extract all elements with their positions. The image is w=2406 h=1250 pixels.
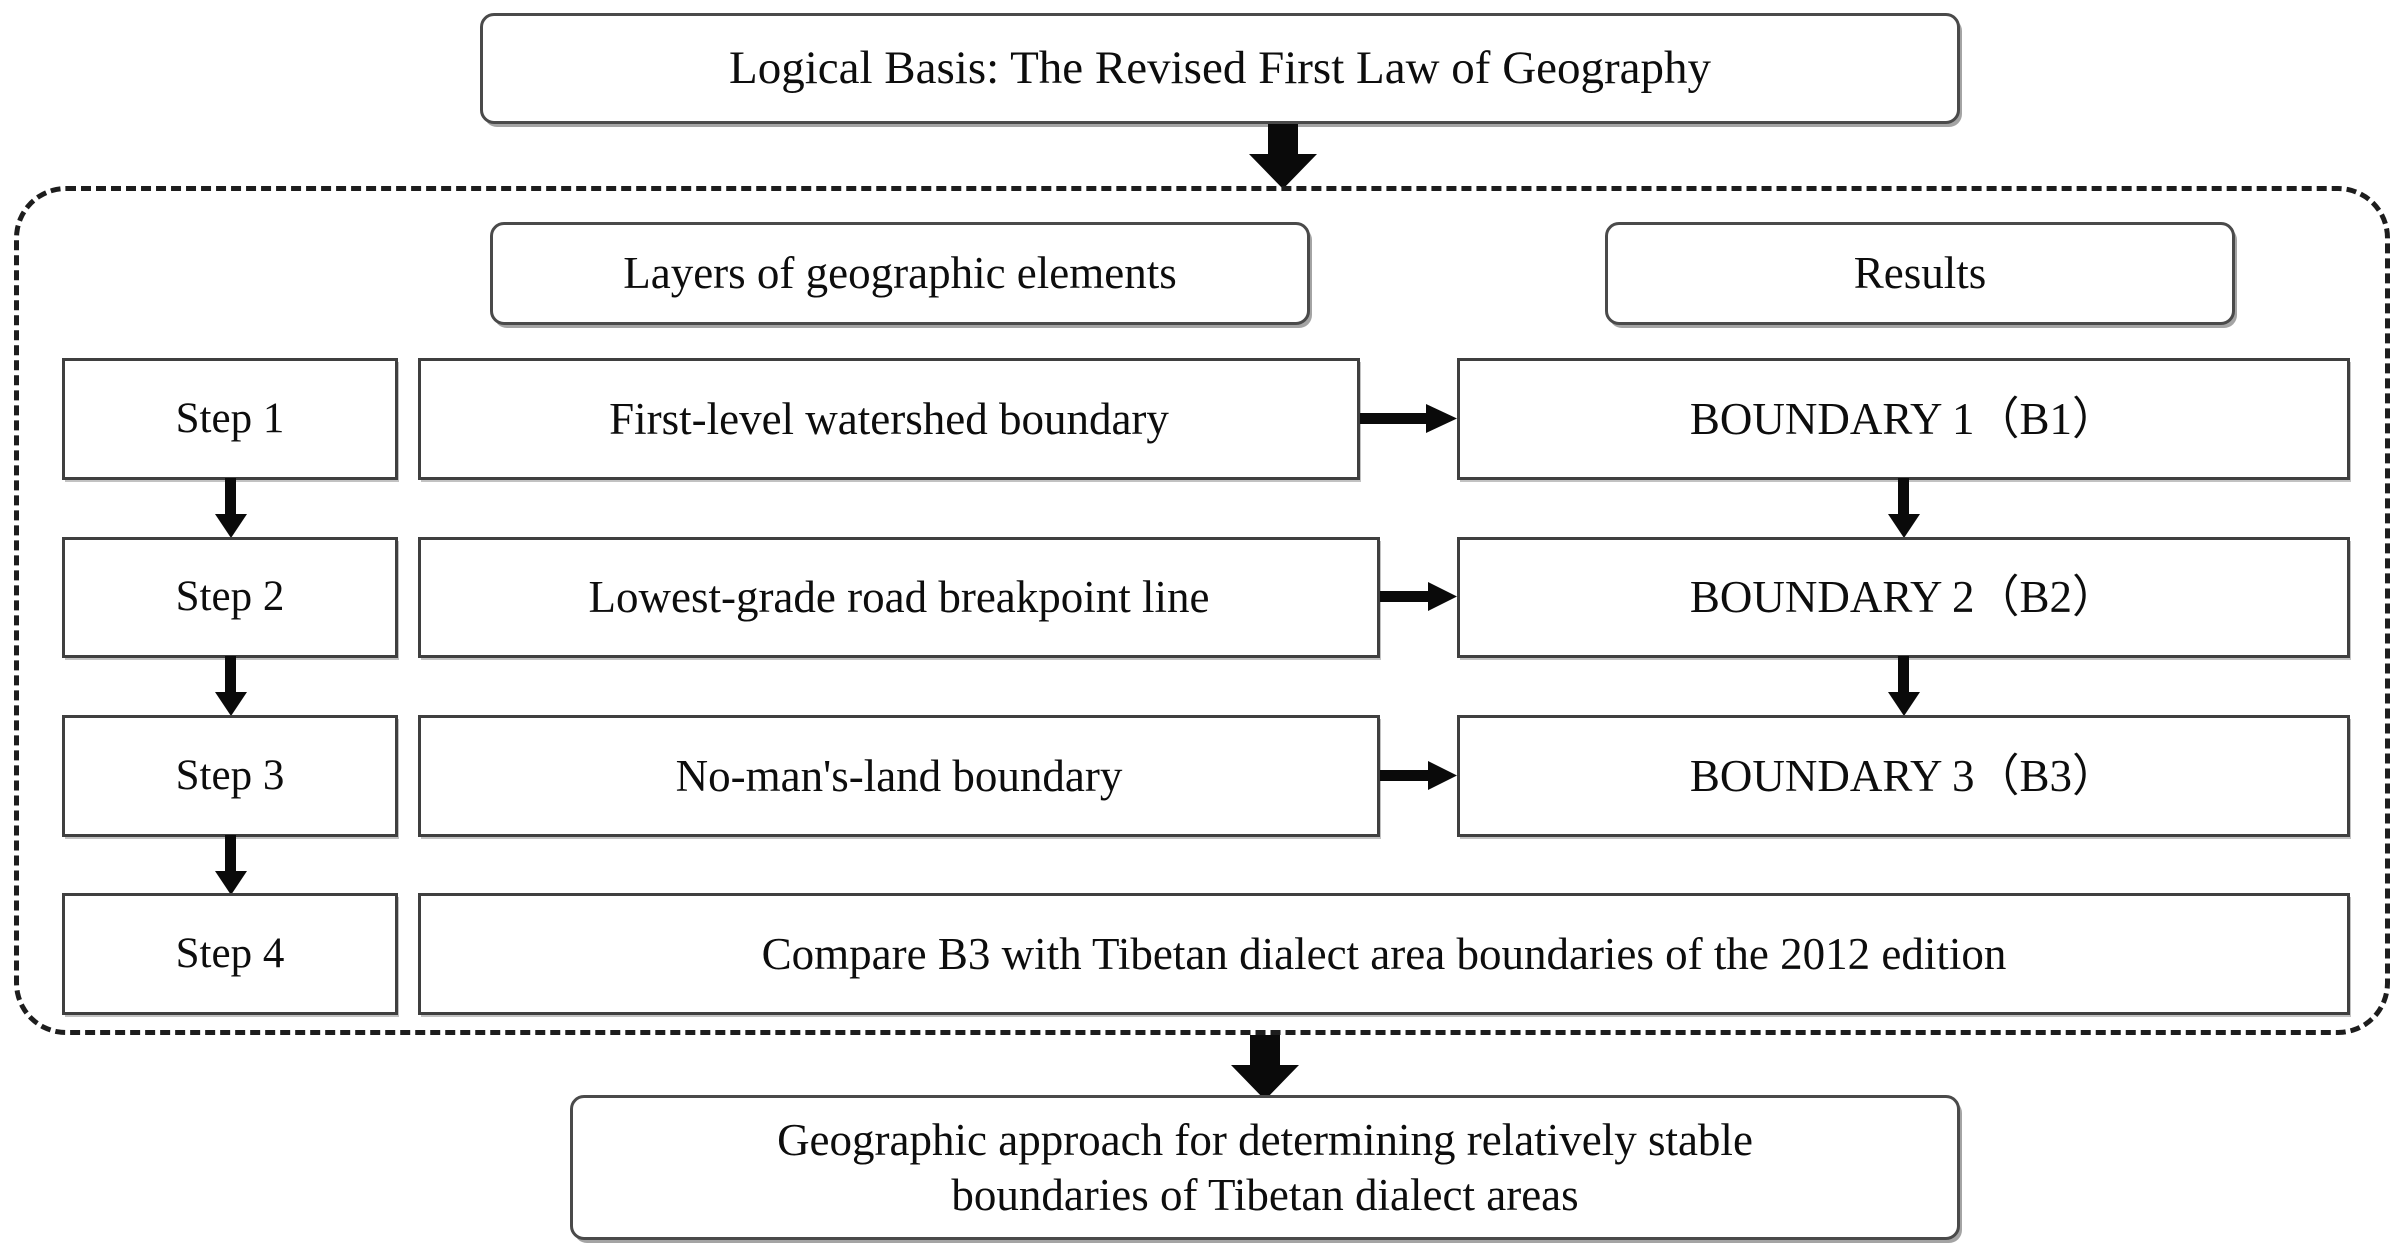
logical-basis-label: Logical Basis: The Revised First Law of … <box>728 41 1712 94</box>
result-label-3: BOUNDARY 3（B3） <box>1689 750 2118 801</box>
result-label-2: BOUNDARY 2（B2） <box>1689 572 2118 623</box>
block-arrow-down-bottom <box>1231 1035 1299 1100</box>
logical-basis-box: Logical Basis: The Revised First Law of … <box>480 13 1960 124</box>
conclusion-box: Geographic approach for determining rela… <box>570 1095 1960 1240</box>
arrow-right-3 <box>1380 761 1457 790</box>
element-box-2: Lowest-grade road breakpoint line <box>418 537 1380 658</box>
step-box-3: Step 3 <box>62 715 398 837</box>
element-box-4: Compare B3 with Tibetan dialect area bou… <box>418 893 2350 1015</box>
arrow-down-step-2-3 <box>215 656 247 716</box>
column-header-results-label: Results <box>1853 248 1987 299</box>
block-arrow-down-top <box>1249 124 1317 189</box>
arrow-right-1 <box>1360 404 1457 433</box>
arrow-right-2 <box>1380 582 1457 611</box>
step-label-1: Step 1 <box>175 394 285 442</box>
arrow-down-result-2-3 <box>1888 656 1920 716</box>
element-label-2: Lowest-grade road breakpoint line <box>588 572 1210 623</box>
column-header-results: Results <box>1605 222 2235 325</box>
step-box-1: Step 1 <box>62 358 398 480</box>
arrow-down-step-3-4 <box>215 835 247 895</box>
result-box-1: BOUNDARY 1（B1） <box>1457 358 2350 480</box>
element-box-3: No-man's-land boundary <box>418 715 1380 837</box>
element-label-3: No-man's-land boundary <box>675 750 1123 801</box>
result-label-1: BOUNDARY 1（B1） <box>1689 393 2118 444</box>
element-box-1: First-level watershed boundary <box>418 358 1360 480</box>
element-label-1: First-level watershed boundary <box>609 393 1169 444</box>
process-group-container <box>14 186 2390 1035</box>
step-label-2: Step 2 <box>175 573 285 621</box>
column-header-layers-label: Layers of geographic elements <box>623 248 1177 299</box>
step-label-3: Step 3 <box>175 751 285 799</box>
arrow-down-step-1-2 <box>215 478 247 538</box>
arrow-down-result-1-2 <box>1888 478 1920 538</box>
step-box-2: Step 2 <box>62 537 398 658</box>
step-label-4: Step 4 <box>175 929 285 977</box>
result-box-2: BOUNDARY 2（B2） <box>1457 537 2350 658</box>
conclusion-line-2: boundaries of Tibetan dialect areas <box>951 1169 1579 1220</box>
element-label-4: Compare B3 with Tibetan dialect area bou… <box>761 928 2007 979</box>
conclusion-line-1: Geographic approach for determining rela… <box>777 1114 1753 1165</box>
result-box-3: BOUNDARY 3（B3） <box>1457 715 2350 837</box>
column-header-layers: Layers of geographic elements <box>490 222 1310 325</box>
step-box-4: Step 4 <box>62 893 398 1015</box>
